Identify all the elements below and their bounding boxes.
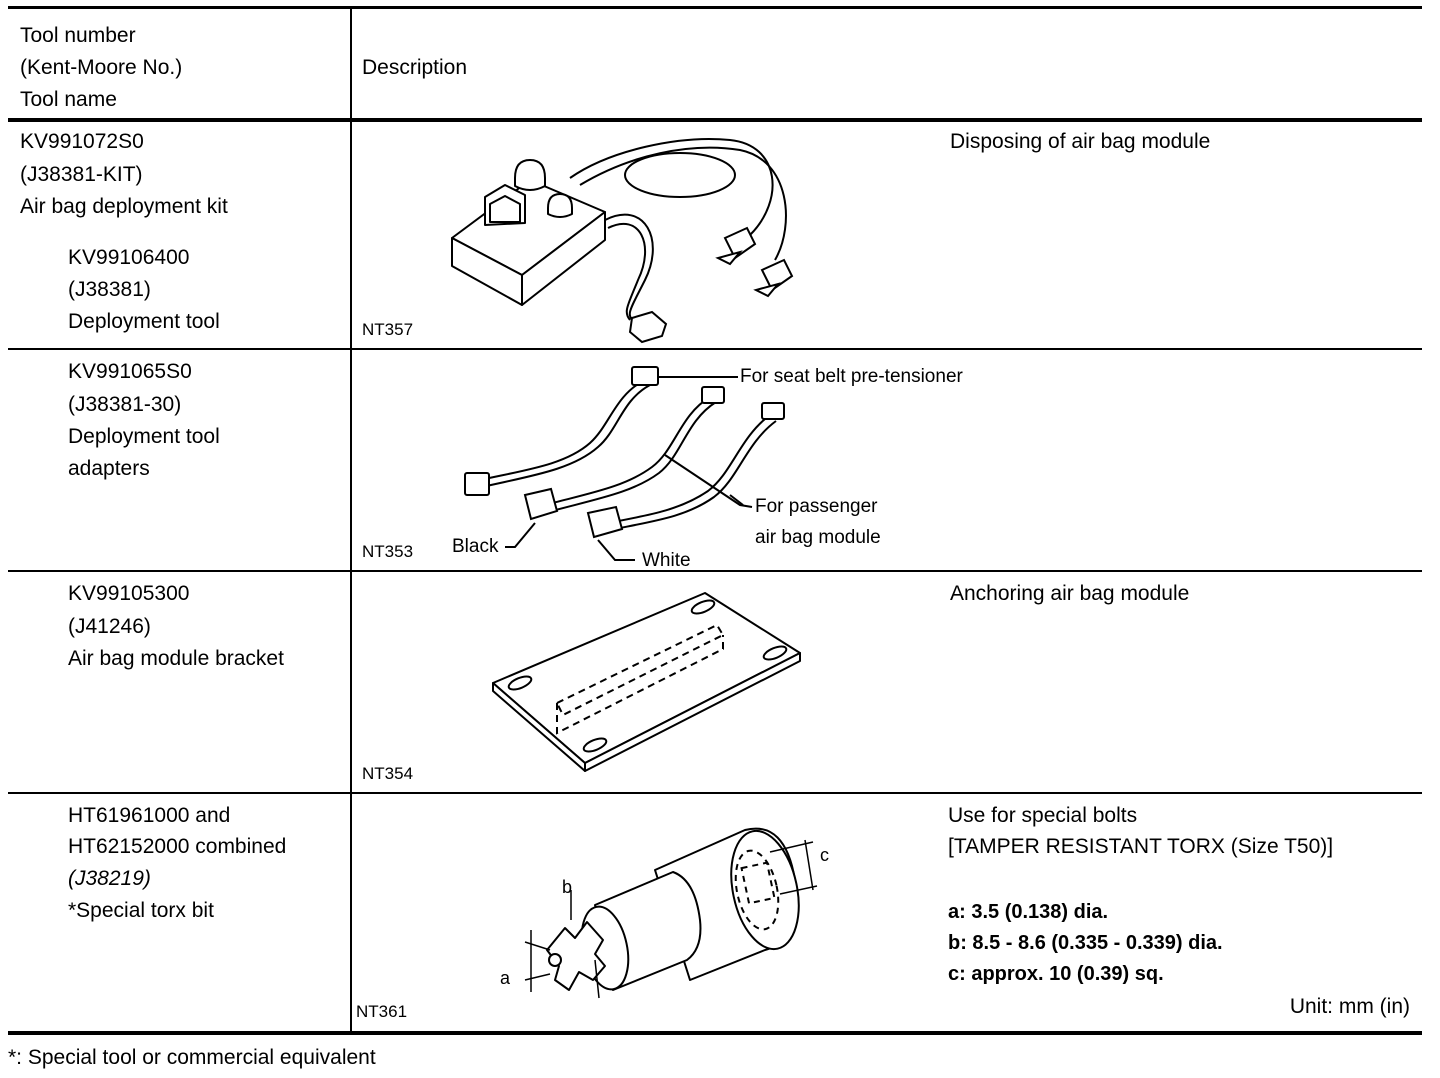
row1-kit-number: KV991072S0 [20,130,144,153]
unit-note: Unit: mm (in) [1289,995,1410,1018]
row1-sub-name: Deployment tool [68,310,220,333]
column-divider [350,8,352,1033]
row1-sub-kent-moore: (J38381) [68,278,151,301]
row4-kent-moore: (J38219) [68,867,151,890]
adapter-harness-illustration [464,366,785,561]
header-kent-moore: (Kent-Moore No.) [20,56,183,79]
header-tool-number: Tool number [20,24,136,47]
row1-description: Disposing of air bag module [950,130,1211,153]
dim-label-b: b [562,877,573,897]
callout-seat-belt: For seat belt pre-tensioner [740,366,963,387]
row3-tool-name: Air bag module bracket [68,647,284,670]
row4-description-1: Use for special bolts [948,804,1138,827]
header-tool-name: Tool name [20,88,117,111]
row1-figure-number: NT357 [362,320,414,339]
dim-label-c: c [820,845,829,865]
row2-tool-name-2: adapters [68,457,150,480]
callout-white: White [642,550,691,571]
row1-sub-number: KV99106400 [68,246,190,269]
row3-tool-number: KV99105300 [68,582,190,605]
row-divider-2 [8,570,1422,572]
torx-bit-illustration [524,827,818,999]
module-bracket-illustration [492,592,801,772]
spec-a: a: 3.5 (0.138) dia. [948,901,1109,923]
row4-tool-number-2: HT62152000 combined [68,835,287,858]
bottom-rule [8,1031,1422,1035]
row3-kent-moore: (J41246) [68,615,151,638]
row-divider-1 [8,348,1422,350]
deployment-tool-illustration [451,138,794,344]
row2-kent-moore: (J38381-30) [68,393,182,416]
header-description: Description [362,56,468,79]
row2-tool-name: Deployment tool [68,425,220,448]
callout-black: Black [452,536,499,557]
footnote: *: Special tool or commercial equivalent [8,1046,376,1069]
row4-description-2: [TAMPER RESISTANT TORX (Size T50)] [948,835,1334,858]
row2-figure-number: NT353 [362,542,414,561]
header-rule [8,118,1422,122]
spec-c: c: approx. 10 (0.39) sq. [948,963,1164,985]
row3-description: Anchoring air bag module [950,582,1190,605]
row-divider-3 [8,792,1422,794]
spec-b: b: 8.5 - 8.6 (0.335 - 0.339) dia. [948,932,1223,954]
top-rule [8,6,1422,9]
dim-label-a: a [500,968,511,988]
row2-tool-number: KV991065S0 [68,360,192,383]
row1-kit-kent-moore: (J38381-KIT) [20,163,143,186]
row4-tool-name: *Special torx bit [68,899,214,922]
callout-passenger-1: For passenger [755,496,878,517]
row3-figure-number: NT354 [362,764,414,783]
row4-figure-number: NT361 [356,1002,408,1021]
row1-kit-name: Air bag deployment kit [20,195,228,218]
callout-passenger-2: air bag module [755,527,881,548]
row4-tool-number-1: HT61961000 and [68,804,231,827]
